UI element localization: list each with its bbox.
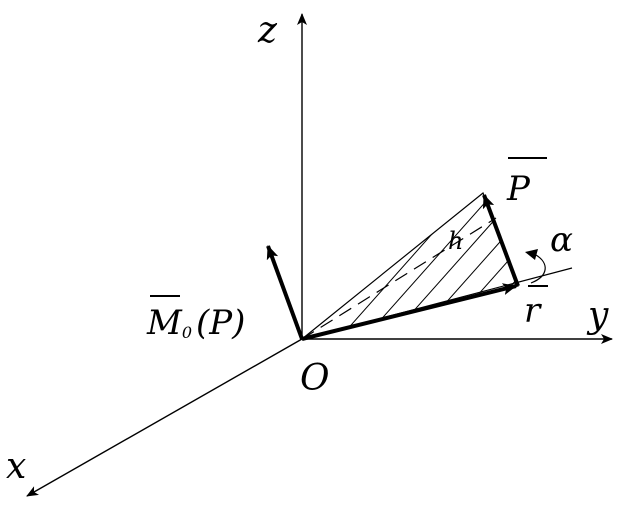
moment-label-subscript: 0 (182, 323, 192, 342)
x-axis-label: x (6, 446, 26, 487)
moment-triangle (301, 192, 519, 340)
angle-arc-arrow (525, 249, 538, 260)
force-label: P (506, 169, 531, 209)
radius-label: r (524, 291, 542, 331)
moment-label: M0(P) (146, 303, 245, 343)
position-vector-r (301, 283, 517, 341)
origin-label: O (300, 358, 330, 399)
angle-label: α (550, 220, 573, 260)
angle-arc (530, 254, 546, 284)
x-axis (26, 338, 303, 497)
height-label: h (448, 227, 463, 255)
y-axis-label: y (586, 295, 609, 336)
moment-vector (266, 245, 304, 340)
force-vector-p (482, 194, 520, 287)
height-line (301, 217, 497, 340)
moment-label-argument: (P) (196, 303, 245, 343)
moment-label-main: M (146, 303, 183, 343)
z-axis-label: z (257, 10, 278, 51)
